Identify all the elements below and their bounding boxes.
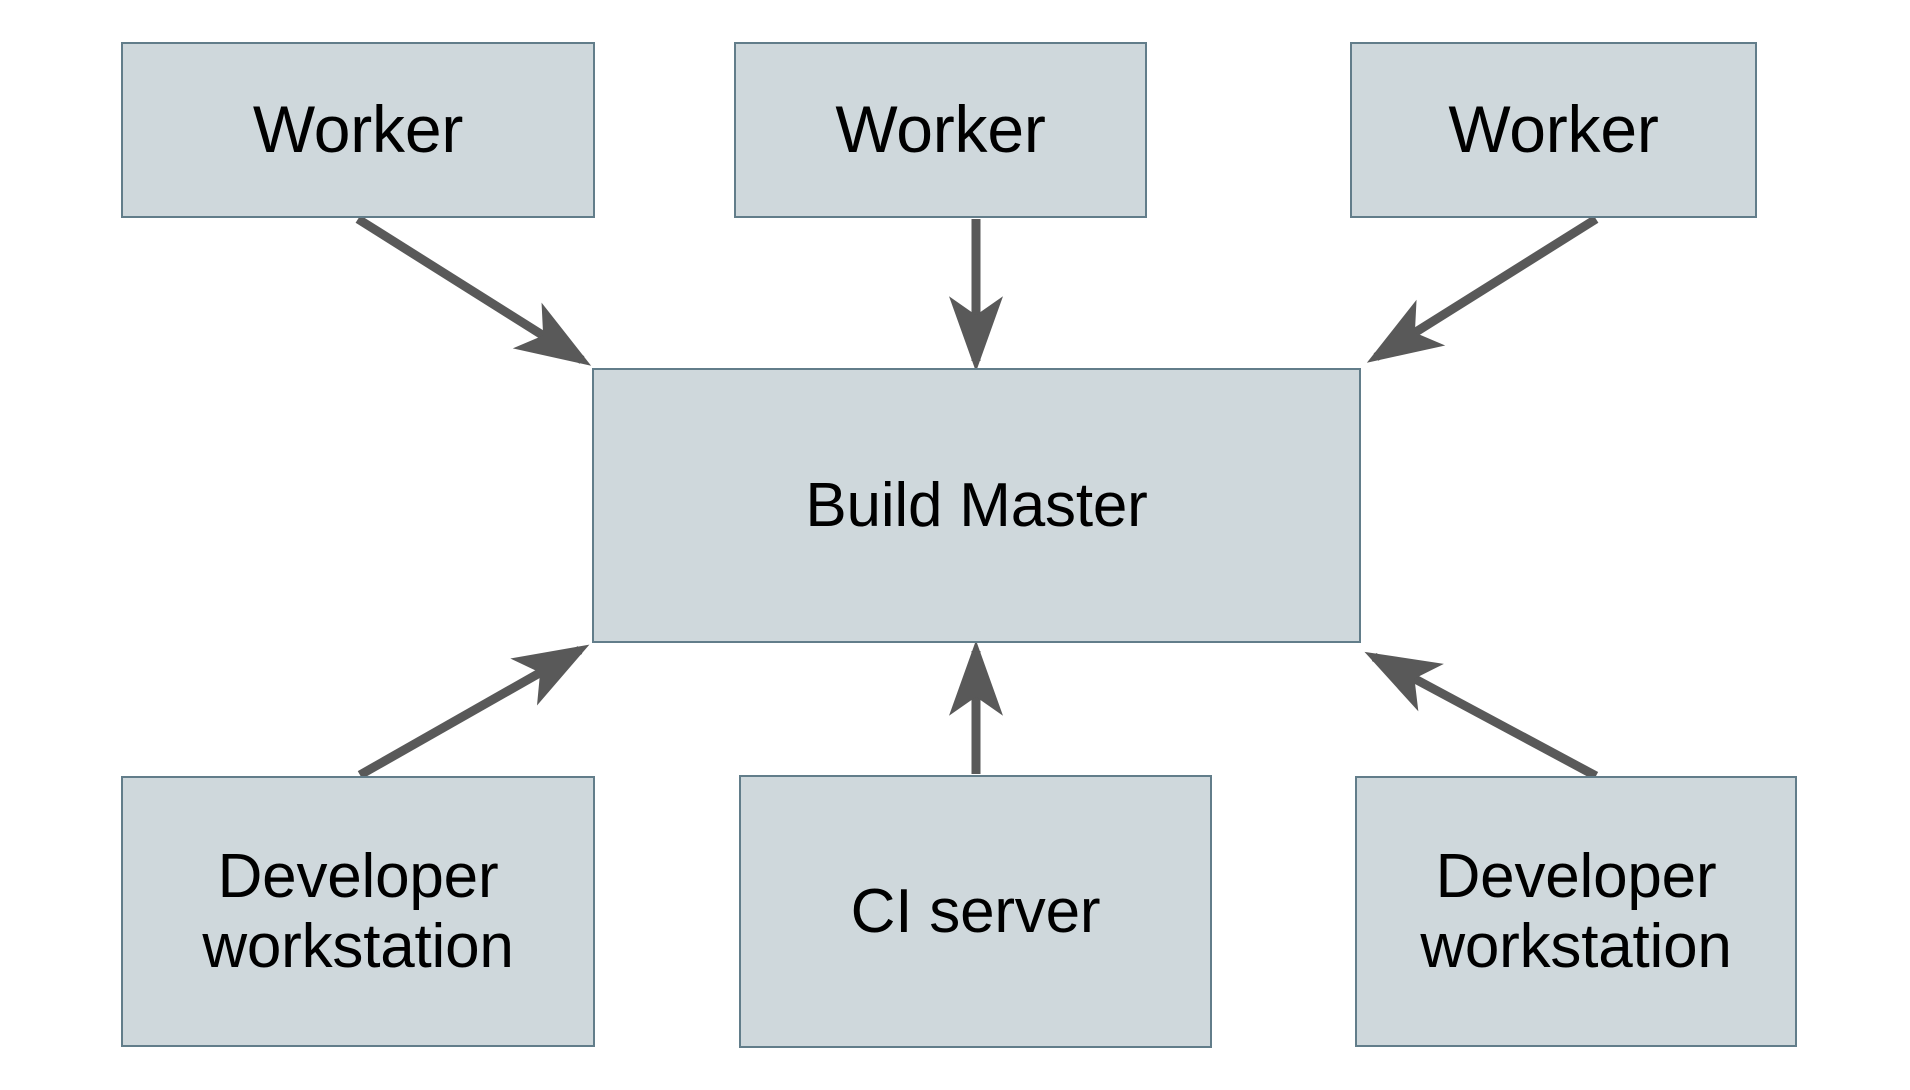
node-ci-server-label: CI server xyxy=(850,876,1101,946)
node-worker-right[interactable]: Worker xyxy=(1350,42,1757,218)
node-worker-left-label: Worker xyxy=(252,92,464,167)
node-ci-server[interactable]: CI server xyxy=(739,775,1212,1048)
edge-dev-left-to-master xyxy=(357,644,590,779)
node-worker-middle[interactable]: Worker xyxy=(734,42,1147,218)
node-build-master[interactable]: Build Master xyxy=(592,368,1361,643)
node-worker-left[interactable]: Worker xyxy=(121,42,595,218)
node-developer-workstation-right[interactable]: Developer workstation xyxy=(1355,776,1797,1047)
edge-worker-right-to-master xyxy=(1366,215,1599,363)
node-developer-workstation-left[interactable]: Developer workstation xyxy=(121,776,595,1047)
edge-worker-left-to-master xyxy=(355,215,592,366)
node-build-master-label: Build Master xyxy=(805,470,1148,540)
node-worker-middle-label: Worker xyxy=(835,92,1046,167)
node-developer-workstation-right-label: Developer workstation xyxy=(1420,842,1732,981)
edge-dev-right-to-master xyxy=(1364,651,1599,780)
node-worker-right-label: Worker xyxy=(1448,92,1659,167)
node-developer-workstation-left-label: Developer workstation xyxy=(202,842,514,981)
